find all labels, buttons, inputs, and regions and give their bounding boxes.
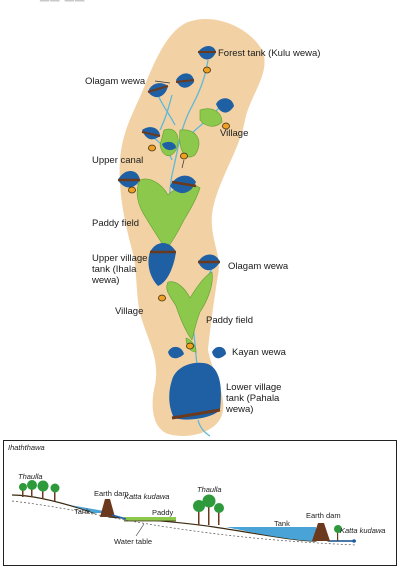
tank-upper-canal-right <box>170 175 197 194</box>
tanks <box>118 46 234 420</box>
kayan-tank-right <box>212 346 226 359</box>
trees-right <box>334 525 342 541</box>
faded-header-fragment: ▔▔ ▔▔ <box>40 0 86 14</box>
village-markers <box>128 66 230 350</box>
label-katta-kudawa-right: Katta kudawa <box>340 526 386 535</box>
tank-mid-left <box>141 127 161 140</box>
label-paddy-field-2: Paddy field <box>206 315 254 326</box>
cross-section-panel: Ihaththawa Thaulla Tank Earth dam Katta … <box>3 440 397 566</box>
katta-kudawa-right-outlet <box>352 539 356 543</box>
upper-village-tank <box>148 243 176 286</box>
label-forest-tank: Forest tank (Kulu wewa) <box>218 48 321 59</box>
kayan-tank-left <box>168 346 184 359</box>
label-water-table: Water table <box>114 537 153 546</box>
label-tank-left: Tank <box>74 507 90 516</box>
label-tank-right: Tank <box>274 519 290 528</box>
label-lower-village-tank: Lower village tank (Pahala wewa) <box>226 382 282 415</box>
katta-kudawa-left-pipe <box>111 514 127 520</box>
leader-lines <box>154 80 185 169</box>
olagam-tank-top-2 <box>147 83 169 98</box>
thaulla-trees-left <box>19 480 60 501</box>
label-olagam-wewa-mid: Olagam wewa <box>228 261 289 272</box>
water-table-line <box>11 500 357 546</box>
tank-upper-canal-left <box>118 171 140 188</box>
lower-village-tank <box>169 362 221 420</box>
village-marker <box>128 186 136 194</box>
earth-dam-left <box>100 499 115 517</box>
label-thaulla-left: Thaulla <box>18 472 43 481</box>
paddy-field-upper-3 <box>179 129 200 158</box>
label-upper-village-tank: Upper village tank (Ihala wewa) <box>92 253 148 286</box>
village-marker <box>158 294 166 302</box>
village-marker <box>222 122 230 130</box>
forest-tank <box>198 46 216 60</box>
cascade-map <box>118 18 265 437</box>
label-village-top: Village <box>220 128 249 139</box>
label-olagam-wewa-top: Olagam wewa <box>85 76 146 87</box>
label-ihaththawa: Ihaththawa <box>8 443 45 452</box>
thaulla-trees-mid <box>193 494 224 525</box>
olagam-tank-top-1 <box>175 73 195 88</box>
label-village-mid: Village <box>115 306 144 317</box>
paddy-field-upper-1 <box>199 108 223 127</box>
paddy-strip <box>124 517 176 521</box>
label-thaulla-mid: Thaulla <box>197 485 222 494</box>
label-earth-dam-left: Earth dam <box>94 489 129 498</box>
label-paddy-field-1: Paddy field <box>92 218 140 229</box>
paddy-field-lower <box>166 271 213 341</box>
label-upper-canal: Upper canal <box>92 155 144 166</box>
village-marker <box>186 342 194 350</box>
label-kayan-wewa: Kayan wewa <box>232 347 286 358</box>
village-marker <box>180 152 188 160</box>
right-tank-water <box>226 527 316 541</box>
cross-section-diagram <box>11 480 357 546</box>
water-table-leader <box>135 523 145 537</box>
tank-mid-small <box>162 141 176 151</box>
olagam-tank-mid <box>198 254 220 271</box>
label-katta-kudawa-left: Katta kudawa <box>124 492 170 501</box>
earth-dam-right <box>312 523 330 541</box>
tank-right-upper <box>216 98 234 113</box>
village-marker <box>148 144 156 152</box>
label-earth-dam-right: Earth dam <box>306 511 341 520</box>
paddy-field-main <box>136 178 201 251</box>
label-paddy: Paddy <box>152 508 174 517</box>
left-tank-water <box>70 505 104 513</box>
village-marker <box>203 66 211 74</box>
